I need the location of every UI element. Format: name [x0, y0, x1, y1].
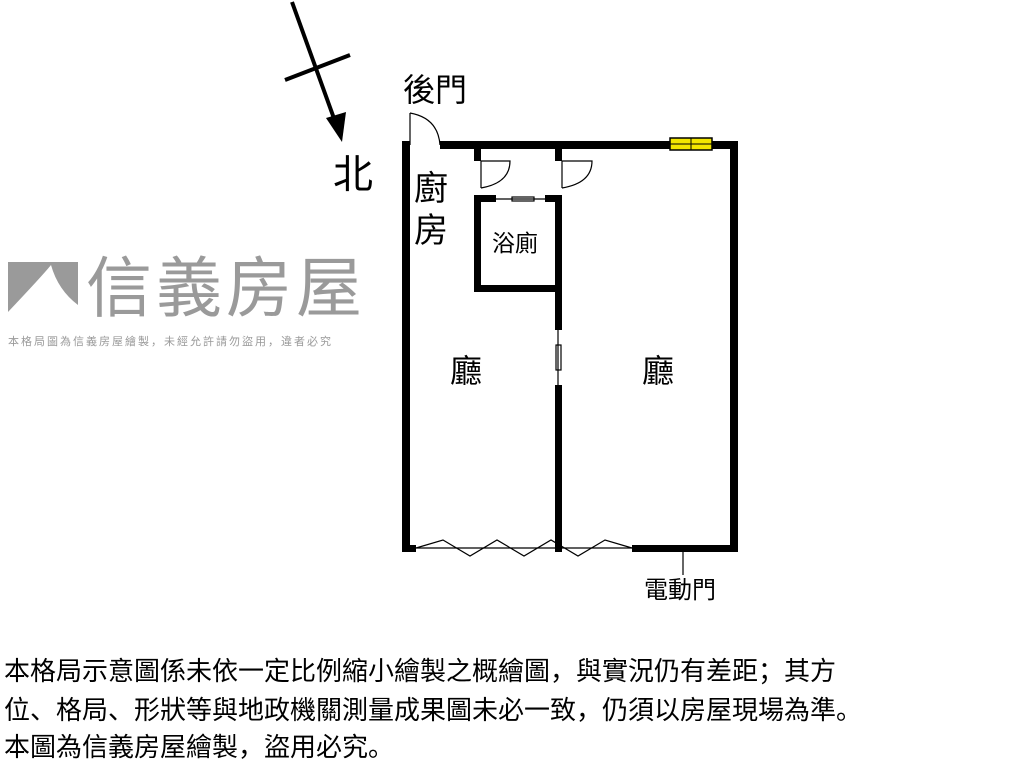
bathroom-label: 浴廁: [492, 231, 538, 257]
living-room-left-label: 廳: [450, 352, 483, 390]
north-label: 北: [333, 152, 373, 198]
disclaimer-line-1: 本格局示意圖係未依一定比例縮小繪製之概繪圖，與實況仍有差距；其方: [4, 657, 837, 687]
window: [669, 137, 713, 151]
power-door-label: 電動門: [644, 576, 716, 604]
doors: [409, 112, 684, 575]
walls: [402, 141, 738, 552]
disclaimer-line-2: 位、格局、形狀等與地政機關測量成果圖未必一致，仍須以房屋現場為準。: [4, 696, 863, 726]
disclaimer-line-3: 本圖為信義房屋繪製，盜用必究。: [4, 733, 395, 763]
north-arrow-icon: [284, 1, 351, 142]
living-room-right-label: 廳: [642, 352, 675, 390]
watermark-brand: 信義房屋: [86, 250, 366, 327]
watermark-notice: 本格局圖為信義房屋繪製，未經允許請勿盜用，違者必究: [8, 335, 333, 348]
kitchen-label: 廚房: [414, 169, 448, 251]
back-door-label: 後門: [403, 71, 468, 109]
